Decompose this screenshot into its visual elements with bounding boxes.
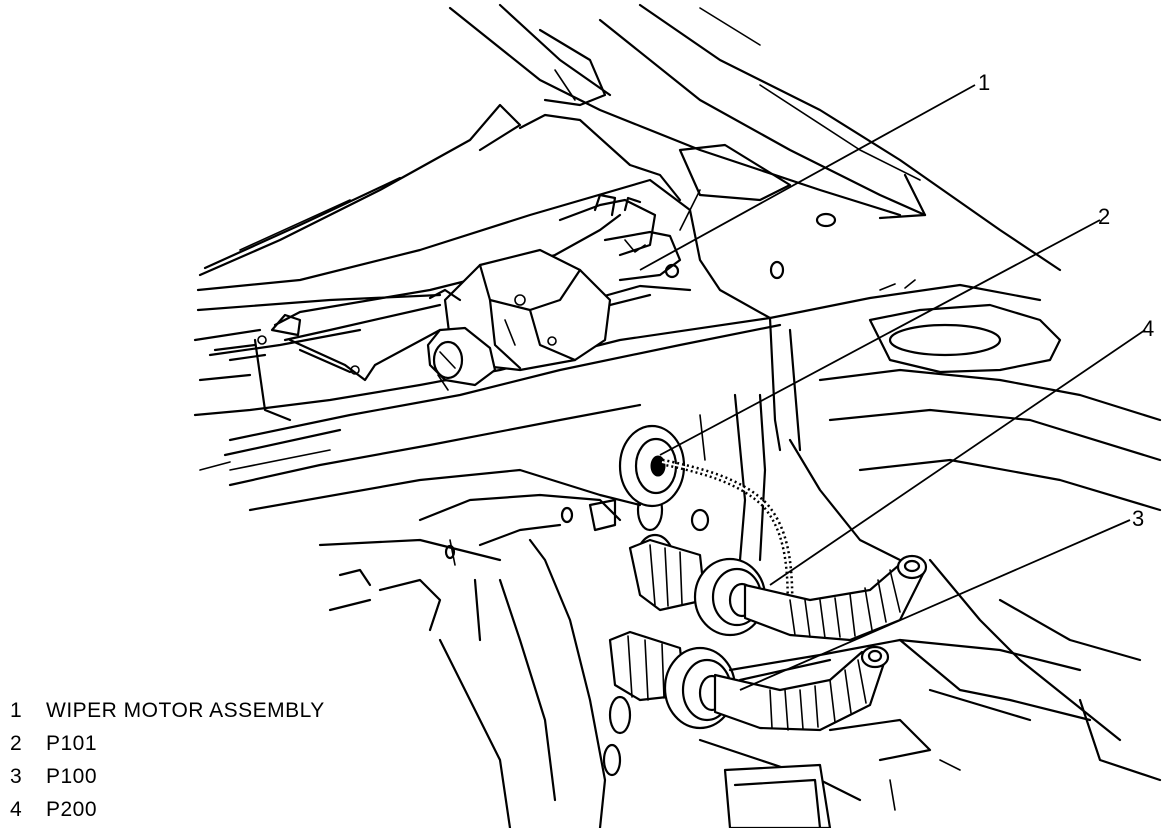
leader-line-3 (739, 519, 1131, 691)
legend-item-label: P100 (46, 764, 98, 788)
legend-item: 2 P101 (10, 727, 325, 760)
leader-line-4 (769, 329, 1146, 586)
legend-item-number: 2 (10, 731, 23, 755)
callout-number-1: 1 (978, 70, 990, 95)
legend-item-label: P101 (46, 731, 98, 755)
legend-item-label: P200 (46, 797, 98, 821)
legend-item: 1 WIPER MOTOR ASSEMBLY (10, 694, 325, 727)
left-structure (318, 488, 710, 828)
legend-item: 4 P200 (10, 793, 325, 826)
leader-lines (639, 84, 1146, 691)
callout-number-3: 3 (1132, 506, 1144, 531)
cowl-structure (448, 3, 1062, 280)
legend-item-number: 1 (10, 698, 23, 722)
grommet-p100 (608, 630, 1082, 732)
bulkhead (698, 279, 1162, 828)
legend-item: 3 P100 (10, 760, 325, 793)
grommet-p200 (628, 538, 928, 642)
leader-line-2 (659, 219, 1101, 456)
callout-number-2: 2 (1098, 204, 1110, 229)
legend-item-label: WIPER MOTOR ASSEMBLY (46, 698, 325, 722)
legend-item-number: 4 (10, 797, 23, 821)
wiper-motor (426, 248, 612, 391)
callout-number-4: 4 (1142, 316, 1154, 341)
legend: 1 WIPER MOTOR ASSEMBLY 2 P101 3 P100 4 P… (10, 694, 325, 826)
legend-item-number: 3 (10, 764, 23, 788)
leader-line-1 (639, 84, 976, 271)
